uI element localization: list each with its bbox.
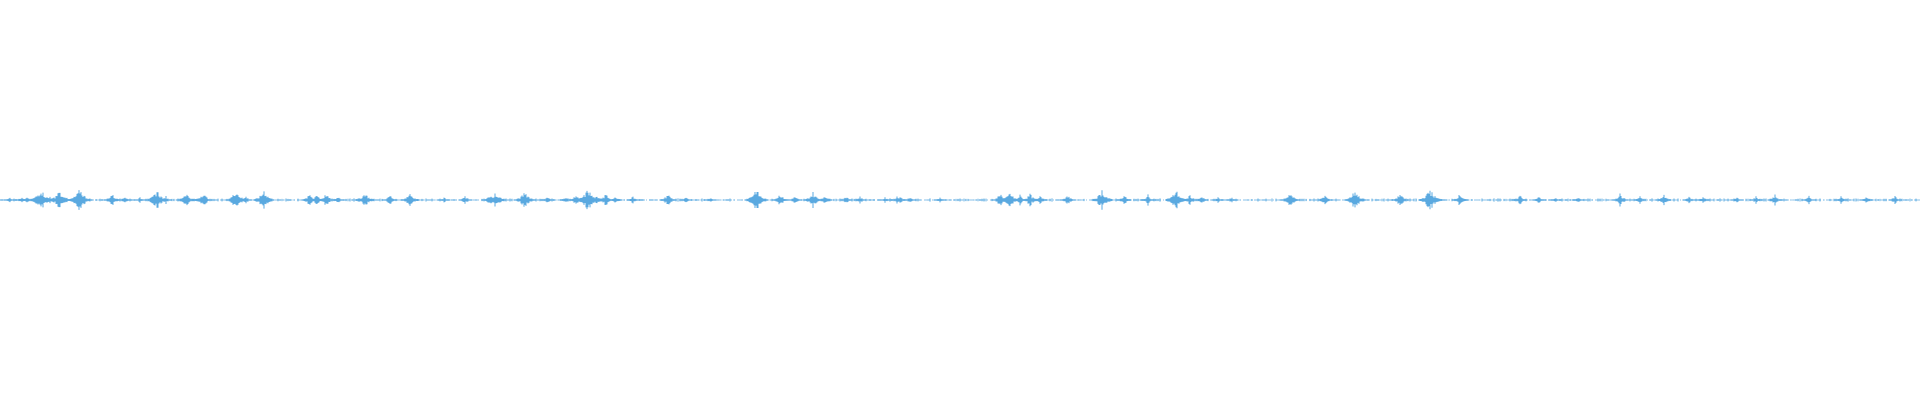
waveform-transient xyxy=(1767,194,1783,206)
waveform-transient xyxy=(853,196,867,204)
waveform-transient xyxy=(1859,197,1873,203)
waveform-transient xyxy=(1165,191,1187,209)
waveform-transient xyxy=(1225,197,1239,203)
waveform-transient xyxy=(159,196,173,204)
waveform-transient xyxy=(68,190,92,210)
waveform-transient xyxy=(1391,195,1409,205)
waveform-transient xyxy=(1633,196,1647,204)
waveform-transient xyxy=(1451,195,1469,205)
waveform-transient xyxy=(1032,196,1048,204)
waveform-transient xyxy=(1418,190,1442,210)
waveform-transient xyxy=(893,197,907,203)
waveform-transient xyxy=(176,194,196,206)
waveform-transient xyxy=(744,191,768,209)
waveform-transient xyxy=(679,197,693,203)
waveform-transient xyxy=(3,197,17,203)
waveform-transient xyxy=(878,197,892,203)
waveform-transient xyxy=(1280,195,1300,205)
waveform-transient xyxy=(118,197,132,203)
waveform-transient xyxy=(1571,198,1585,202)
waveform-transient xyxy=(29,192,53,208)
waveform-transient xyxy=(103,195,121,205)
waveform-transient xyxy=(1611,193,1629,207)
waveform-transient xyxy=(1696,197,1710,203)
waveform-transient xyxy=(1140,194,1156,206)
waveform-transient xyxy=(1182,195,1198,205)
waveform-transient xyxy=(1116,196,1132,204)
waveform-transient xyxy=(1730,197,1744,203)
waveform-transient xyxy=(1060,196,1076,204)
waveform-transient xyxy=(1211,197,1225,203)
waveform-transient xyxy=(1749,196,1763,204)
waveform-transient xyxy=(437,197,451,203)
waveform-transient xyxy=(1834,196,1848,204)
waveform-transient xyxy=(597,195,615,205)
waveform-transient xyxy=(493,197,507,203)
waveform-transient xyxy=(609,197,623,203)
waveform-trace xyxy=(0,190,1920,210)
waveform-transient xyxy=(1656,194,1672,206)
waveform-transient xyxy=(540,197,554,203)
waveform-transient xyxy=(133,197,147,203)
waveform-transient xyxy=(382,196,398,204)
waveform-transient xyxy=(1195,197,1209,203)
waveform-transient xyxy=(1091,190,1113,210)
waveform-transient xyxy=(1532,197,1546,203)
waveform-transient xyxy=(1512,195,1528,205)
waveform-transient xyxy=(1548,198,1562,202)
waveform-transient xyxy=(839,197,853,203)
waveform-transient xyxy=(903,198,917,202)
waveform-transient xyxy=(771,195,789,205)
waveform-transient xyxy=(1802,195,1816,205)
waveform-transient xyxy=(659,195,677,205)
waveform-transient xyxy=(817,197,833,203)
waveform-transient xyxy=(301,195,319,205)
waveform-transient xyxy=(1888,195,1902,205)
waveform-transient xyxy=(1317,195,1333,205)
waveform-transient xyxy=(317,195,335,205)
waveform-transient xyxy=(193,195,213,205)
waveform-transient xyxy=(626,196,640,204)
waveform-transient xyxy=(514,193,536,207)
waveform-transient xyxy=(788,197,802,203)
waveform-transient xyxy=(253,191,275,209)
waveform-transient xyxy=(1682,196,1696,204)
waveform-transient xyxy=(355,195,375,205)
waveform-transient xyxy=(400,194,420,206)
waveform-transient xyxy=(331,197,345,203)
waveform-transient xyxy=(703,198,717,202)
waveform-transient xyxy=(1344,192,1366,208)
waveform-transient xyxy=(933,197,947,203)
waveform-transient xyxy=(458,196,472,204)
waveform-transient xyxy=(239,196,253,204)
